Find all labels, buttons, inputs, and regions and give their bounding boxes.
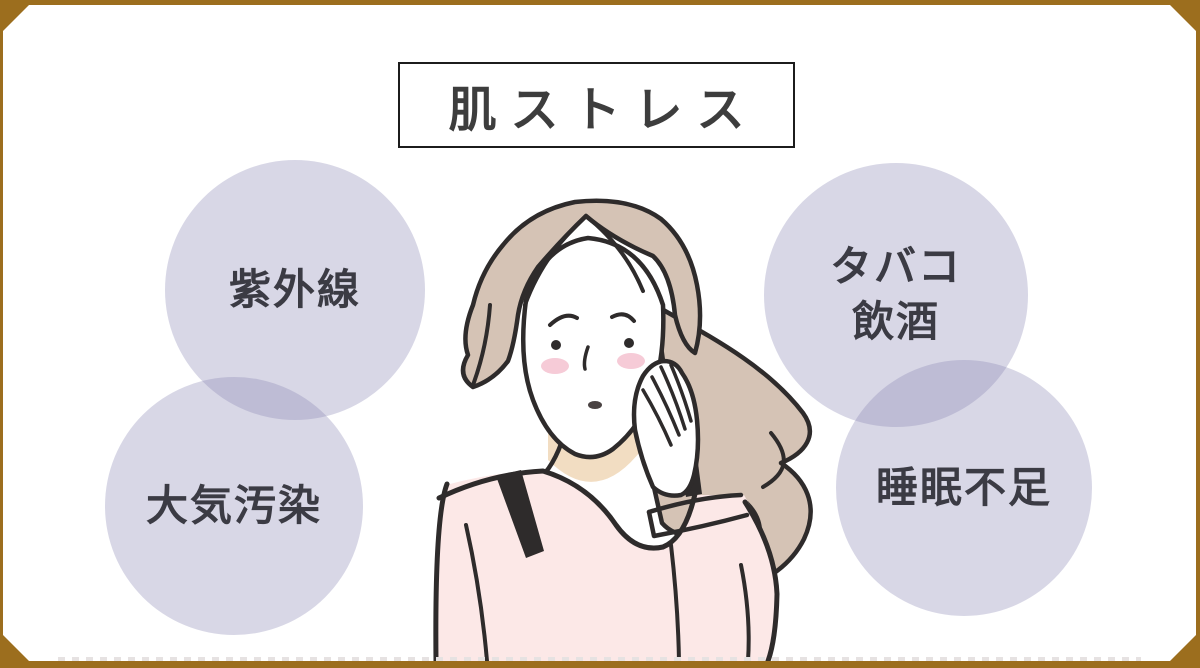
stress-circle-air-pollution: 大気汚染 bbox=[105, 377, 363, 635]
stress-circle-tobacco-alcohol: タバコ 飲酒 bbox=[764, 163, 1028, 427]
bottom-dotted-trim bbox=[58, 657, 1141, 661]
stress-circle-uv: 紫外線 bbox=[165, 160, 425, 420]
neck-shadow bbox=[548, 423, 639, 482]
content-card: 紫外線 大気汚染 タバコ 飲酒 睡眠不足 bbox=[3, 5, 1196, 661]
mouth bbox=[588, 401, 602, 409]
nose bbox=[584, 347, 588, 369]
camisole-strap-left bbox=[496, 470, 544, 558]
woman-illustration bbox=[3, 5, 1196, 661]
front-hair bbox=[463, 201, 700, 387]
stress-circle-sleep-deprivation: 睡眠不足 bbox=[836, 360, 1092, 616]
stress-label-uv: 紫外線 bbox=[228, 265, 361, 313]
eye-left bbox=[551, 340, 561, 350]
eyebrow-left bbox=[550, 316, 577, 325]
stress-label-air-pollution: 大気汚染 bbox=[145, 481, 322, 529]
title-box: 肌ストレス bbox=[398, 62, 795, 148]
blush-right bbox=[617, 353, 645, 369]
stress-label-sleep-deprivation: 睡眠不足 bbox=[875, 463, 1052, 511]
blush-left bbox=[541, 358, 569, 374]
eyebrow-right bbox=[612, 314, 634, 321]
pink-top bbox=[435, 471, 778, 661]
stress-label-tobacco-alcohol: タバコ 飲酒 bbox=[829, 243, 962, 345]
page-title: 肌ストレス bbox=[448, 84, 759, 137]
eye-right bbox=[624, 338, 634, 348]
